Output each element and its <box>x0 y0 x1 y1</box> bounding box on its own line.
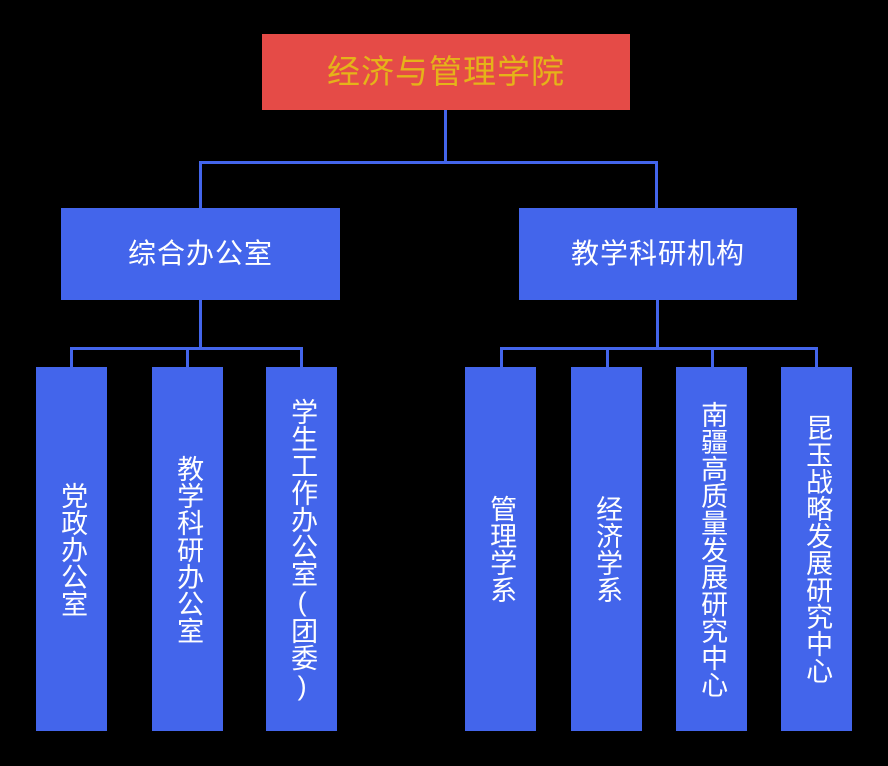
connector-branch-1-to-leaf-0 <box>500 347 503 367</box>
org-node-branch-general-office[interactable]: 综合办公室 <box>61 208 340 300</box>
connector-branch-1-to-leaf-2 <box>711 347 714 367</box>
connector-branch-0-to-leaf-2 <box>300 347 303 367</box>
org-node-branch-1-label: 教学科研机构 <box>570 238 745 270</box>
connector-branch-1-stem <box>656 300 659 349</box>
org-node-root-label: 经济与管理学院 <box>327 53 565 91</box>
org-node-leaf-left-1-label: 教学科研办公室 <box>173 454 204 644</box>
connector-branch-1-bus <box>500 347 818 350</box>
org-node-leaf-party-government-office[interactable]: 党政办公室 <box>36 367 107 731</box>
connector-branch-0-to-leaf-0 <box>70 347 73 367</box>
org-node-leaf-left-2-label: 学生工作办公室(团委) <box>287 397 318 701</box>
connector-root-bus <box>199 161 658 164</box>
org-node-leaf-kunyu-center[interactable]: 昆玉战略发展研究中心 <box>781 367 852 731</box>
connector-branch-1-to-leaf-1 <box>606 347 609 367</box>
org-node-branch-0-label: 综合办公室 <box>127 238 273 270</box>
org-node-leaf-right-3-label: 昆玉战略发展研究中心 <box>802 414 833 684</box>
connector-branch-1-to-leaf-3 <box>815 347 818 367</box>
org-node-leaf-student-affairs-office[interactable]: 学生工作办公室(团委) <box>266 367 337 731</box>
connector-root-to-branch-0 <box>199 161 202 208</box>
org-node-leaf-southern-xinjiang-center[interactable]: 南疆高质量发展研究中心 <box>676 367 747 731</box>
org-node-root[interactable]: 经济与管理学院 <box>262 34 630 110</box>
org-node-leaf-right-1-label: 经济学系 <box>592 495 623 603</box>
connector-root-stem <box>444 110 447 163</box>
org-node-leaf-teaching-research-office[interactable]: 教学科研办公室 <box>152 367 223 731</box>
org-node-leaf-right-0-label: 管理学系 <box>486 495 517 603</box>
connector-root-to-branch-1 <box>655 161 658 208</box>
org-node-leaf-right-2-label: 南疆高质量发展研究中心 <box>697 400 728 698</box>
connector-branch-0-stem <box>199 300 202 349</box>
org-node-leaf-left-0-label: 党政办公室 <box>57 481 88 617</box>
connector-branch-0-to-leaf-1 <box>186 347 189 367</box>
org-node-leaf-management-department[interactable]: 管理学系 <box>465 367 536 731</box>
org-node-leaf-economics-department[interactable]: 经济学系 <box>571 367 642 731</box>
org-node-branch-teaching-research[interactable]: 教学科研机构 <box>519 208 797 300</box>
